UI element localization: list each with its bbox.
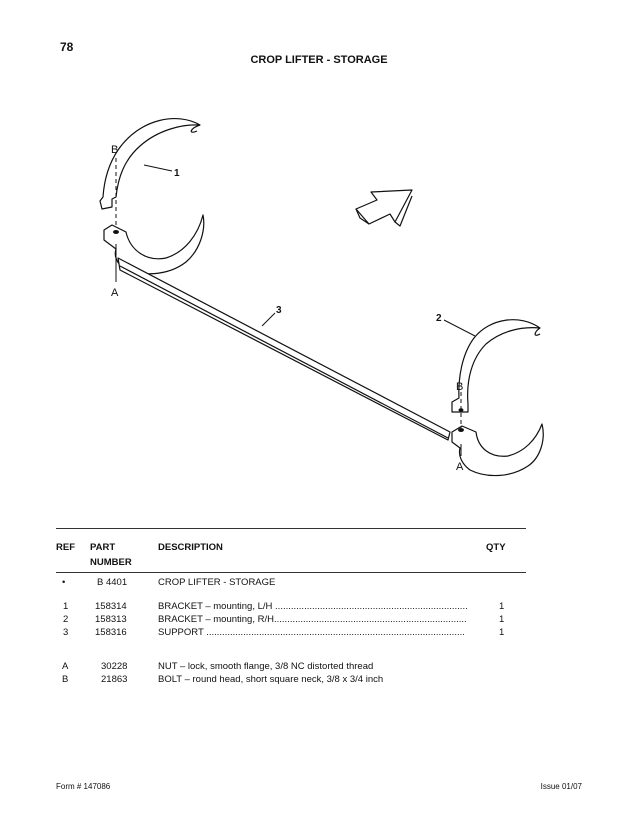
table-row-ref: 1 (63, 601, 69, 612)
table-header-rule (56, 572, 526, 573)
table-row-ref: B (62, 674, 69, 685)
right-lower-bracket (451, 423, 544, 477)
header-number: NUMBER (90, 557, 132, 568)
callout-b-right: B (456, 381, 463, 393)
footer-issue: Issue 01/07 (540, 782, 582, 791)
page-title: CROP LIFTER - STORAGE (0, 54, 638, 66)
table-row-ref: 3 (63, 627, 69, 638)
callout-2: 2 (436, 313, 442, 324)
table-row-part: 21863 (101, 674, 128, 685)
page-title-text: CROP LIFTER - STORAGE (250, 54, 388, 66)
support-rod (117, 257, 451, 441)
table-row-ref: 2 (63, 614, 69, 625)
parts-diagram: 1 2 3 B A B A (99, 118, 544, 477)
left-upper-bracket (99, 118, 201, 210)
callout-1: 1 (174, 168, 180, 179)
callout-a-right: A (456, 461, 464, 473)
table-row-part: 158313 (95, 614, 127, 625)
table-row-ref: • (62, 577, 66, 588)
table-row-qty: 1 (499, 627, 505, 638)
table-row-description: BRACKET – mounting, R/H.................… (158, 614, 467, 625)
table-row-description: BOLT – round head, short square neck, 3/… (158, 674, 384, 685)
page-number: 78 (60, 40, 74, 54)
table-row-description: NUT – lock, smooth flange, 3/8 NC distor… (158, 661, 374, 672)
footer-form-number: Form # 147086 (56, 782, 111, 791)
direction-arrow (355, 189, 413, 225)
callout-3: 3 (276, 305, 282, 316)
table-row-part: 158314 (95, 601, 127, 612)
table-row-ref: A (62, 661, 69, 672)
right-upper-bracket (451, 319, 541, 413)
table-row-qty: 1 (499, 614, 505, 625)
header-description: DESCRIPTION (158, 542, 223, 553)
table-row-description: BRACKET – mounting, L/H ................… (158, 601, 468, 612)
header-part: PART (90, 542, 116, 553)
table-row-part: B 4401 (97, 577, 128, 588)
table-row-description: SUPPORT ................................… (158, 627, 465, 638)
header-qty: QTY (486, 542, 506, 553)
table-row-description: CROP LIFTER - STORAGE (158, 577, 276, 588)
callout-a-left: A (111, 287, 119, 299)
header-ref: REF (56, 542, 75, 553)
table-row-part: 158316 (95, 627, 127, 638)
table-row-qty: 1 (499, 601, 505, 612)
table-top-rule (56, 528, 526, 529)
table-row-part: 30228 (101, 661, 128, 672)
callout-b-left: B (111, 144, 118, 156)
